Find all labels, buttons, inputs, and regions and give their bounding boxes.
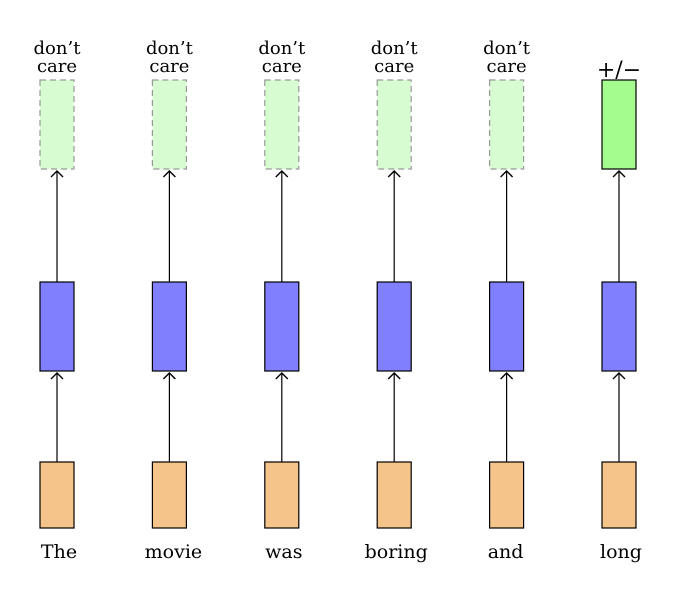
output-label-line2: care bbox=[262, 56, 302, 77]
input-embedding-box bbox=[39, 461, 75, 529]
input-embedding-box bbox=[264, 461, 300, 529]
input-word: was bbox=[265, 541, 302, 563]
output-label-line1: don’t bbox=[483, 38, 531, 59]
output-dont-care-box bbox=[489, 79, 525, 170]
hidden-state-box bbox=[489, 281, 525, 372]
hidden-state-box bbox=[601, 281, 637, 372]
input-embedding-box bbox=[376, 461, 412, 529]
output-label-line2: care bbox=[487, 56, 527, 77]
input-word: long bbox=[600, 541, 642, 563]
input-embedding-box bbox=[489, 461, 525, 529]
input-word: The bbox=[41, 541, 77, 563]
output-label-line1: don’t bbox=[34, 38, 82, 59]
output-label: +/− bbox=[597, 58, 641, 83]
output-label-line2: care bbox=[149, 56, 189, 77]
output-label-line2: care bbox=[37, 56, 77, 77]
output-dont-care-box bbox=[264, 79, 300, 170]
output-prediction-box bbox=[601, 79, 637, 170]
input-embedding-box bbox=[601, 461, 637, 529]
output-label-line2: care bbox=[374, 56, 414, 77]
input-word: and bbox=[488, 541, 524, 563]
input-word: boring bbox=[365, 541, 428, 563]
hidden-state-box bbox=[376, 281, 412, 372]
output-dont-care-box bbox=[376, 79, 412, 170]
output-label-line1: don’t bbox=[146, 38, 194, 59]
input-word: movie bbox=[145, 541, 203, 563]
column-5: +/− long bbox=[597, 58, 642, 563]
output-dont-care-box bbox=[151, 79, 187, 170]
output-dont-care-box bbox=[39, 79, 75, 170]
columns-layer: don’tcareThedon’tcaremoviedon’tcarewasdo… bbox=[34, 38, 642, 563]
input-embedding-box bbox=[151, 461, 187, 529]
hidden-state-box bbox=[39, 281, 75, 372]
hidden-state-box bbox=[151, 281, 187, 372]
output-label-line1: don’t bbox=[258, 38, 306, 59]
output-label-line1: don’t bbox=[371, 38, 419, 59]
hidden-state-box bbox=[264, 281, 300, 372]
